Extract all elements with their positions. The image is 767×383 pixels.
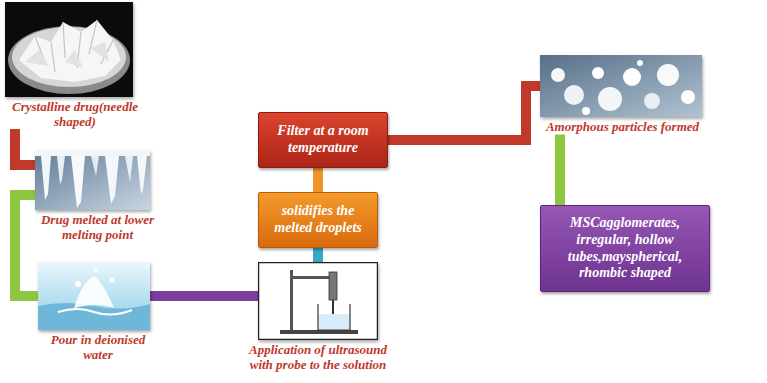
photo-node: Drug melted at lower melting point: [35, 150, 160, 242]
connector-bar: [150, 291, 258, 301]
photo-caption: Pour in deionised water: [38, 333, 158, 362]
connector-bar: [388, 86, 540, 140]
photo-node: Crystalline drug(needle shaped): [5, 2, 145, 129]
photo-caption: Amorphous particles formed: [540, 120, 705, 135]
process-box: solidifies the melted droplets: [258, 192, 378, 248]
process-box: MSCagglomerates, irregular, hollow tubes…: [540, 205, 710, 292]
connector-bar: [15, 195, 38, 296]
box-text: MSCagglomerates, irregular, hollow tubes…: [549, 215, 701, 282]
needle-photo: [35, 150, 150, 210]
crystal-photo: [5, 2, 133, 97]
box-text: Filter at a room temperature: [267, 123, 379, 157]
connector-bar: [313, 168, 323, 192]
photo-caption: Application of ultrasound with probe to …: [243, 343, 393, 372]
photo-frame: [38, 262, 150, 330]
connector-bar: [15, 129, 35, 165]
box-text: solidifies the melted droplets: [267, 203, 369, 237]
photo-frame: [540, 55, 702, 117]
water-photo: [38, 262, 150, 330]
amorphous-photo: [540, 55, 702, 117]
ultrasound-apparatus: [258, 262, 378, 340]
connector-bar: [555, 135, 565, 206]
photo-caption: Crystalline drug(needle shaped): [5, 100, 145, 129]
photo-node: Application of ultrasound with probe to …: [243, 262, 393, 372]
photo-frame: [258, 262, 378, 340]
photo-frame: [35, 150, 150, 210]
photo-node: Amorphous particles formed: [540, 55, 705, 135]
process-box: Filter at a room temperature: [258, 112, 388, 168]
photo-node: Pour in deionised water: [38, 262, 158, 362]
connector-bar: [313, 248, 323, 262]
photo-frame: [5, 2, 133, 97]
photo-caption: Drug melted at lower melting point: [35, 213, 160, 242]
